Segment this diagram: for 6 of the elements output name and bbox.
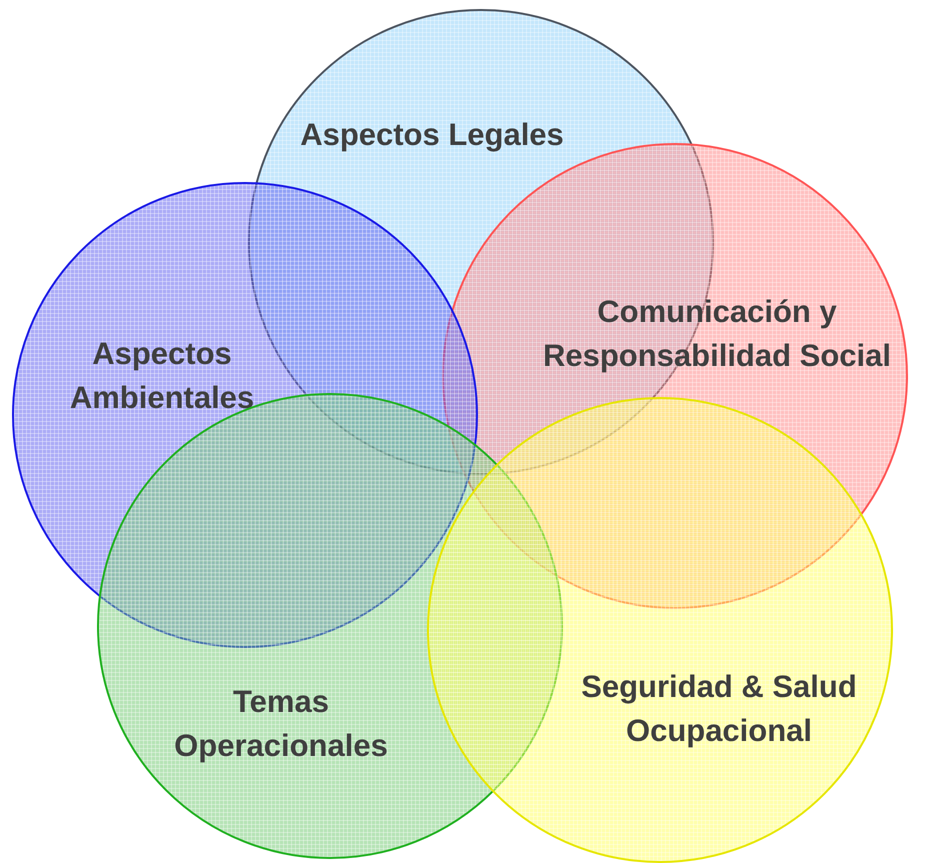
circle-label: Comunicación y Responsabilidad Social [542, 293, 892, 375]
circle-label: Seguridad & Salud Ocupacional [580, 668, 858, 750]
venn-circle [427, 397, 893, 863]
circle-label: Temas Operacionales [173, 683, 389, 765]
circle-label: Aspectos Ambientales [68, 335, 256, 417]
circle-label: Aspectos Legales [299, 116, 565, 154]
